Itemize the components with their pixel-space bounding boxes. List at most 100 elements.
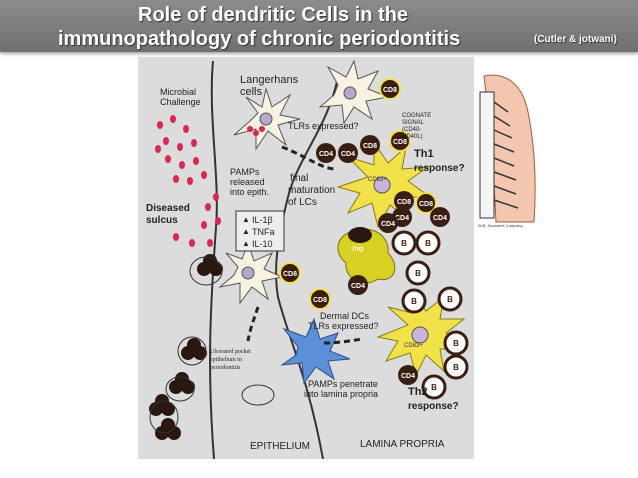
svg-text:CD8: CD8 <box>363 143 377 150</box>
il10-arrow: ▲ <box>242 239 250 248</box>
langerhans-cell-2 <box>318 59 390 125</box>
ulcerated-label-2: epithelium in <box>210 357 242 363</box>
ulcerated-label-1: Ulcerated pocket <box>210 349 251 355</box>
svg-text:B: B <box>431 383 437 392</box>
b-cell-8: B <box>421 374 447 400</box>
cognate-label-4: CD40L) <box>402 134 423 140</box>
svg-text:CD4: CD4 <box>341 151 355 158</box>
cd8-cell-3: CD8 <box>360 135 380 155</box>
epithelium-label: EPITHELIUM <box>250 441 310 452</box>
tlrs-label-1: TLRs expressed? <box>288 121 359 131</box>
svg-text:B: B <box>447 295 453 304</box>
sulcus-label: sulcus <box>146 215 178 226</box>
cd8-cell-1: CD8 <box>379 78 401 100</box>
cd8-cell-5: CD8 <box>415 192 437 214</box>
cd4-cell-7: CD4 <box>398 365 418 385</box>
macrophage-label: mφ <box>352 244 364 253</box>
lamina-propria-label: LAMINA PROPRIA <box>360 439 445 450</box>
cd4-cell-4: CD4 <box>378 213 398 233</box>
tnf-arrow: ▲ <box>242 227 250 236</box>
tlrs-label-2: TLRs expressed? <box>308 321 379 331</box>
migration-arrow-1 <box>281 145 335 171</box>
svg-text:B: B <box>411 297 417 306</box>
cd83-label-1: CD83+ <box>368 177 387 183</box>
svg-text:B: B <box>425 239 431 248</box>
cd4-cell-6: CD4 <box>348 275 368 295</box>
svg-text:CD4: CD4 <box>401 373 415 380</box>
svg-text:CD4: CD4 <box>395 215 409 222</box>
svg-text:CD8: CD8 <box>419 201 433 208</box>
svg-text:B: B <box>453 339 459 348</box>
svg-text:CD8: CD8 <box>283 271 297 278</box>
b-cell-5: B <box>437 286 463 312</box>
cd83-label-2: CD83+ <box>404 343 423 349</box>
th1-response-label: response? <box>414 163 465 174</box>
b-cells: B B B B B B B B <box>391 230 469 400</box>
b-cell-3: B <box>405 260 431 286</box>
migration-arrow-2 <box>246 306 260 342</box>
diagram-labels: Microbial Challenge Langerhans cells TLR… <box>146 74 465 452</box>
ulcerated-label-3: periodontitis <box>210 365 241 371</box>
b-cell-6: B <box>443 330 469 356</box>
gingiva-inset-illustration: W.B. Saunders Company <box>474 72 542 230</box>
final-label-3: of LCs <box>288 197 317 208</box>
cytokine-box <box>235 210 285 252</box>
inset-fibers <box>493 101 519 209</box>
dendritic-cell-diagram: CD83+ CD83+ mφ CD8 CD8 CD8 CD4 CD4 CD8 C… <box>138 57 474 459</box>
slide-title-line1: Role of dendritic Cells in the <box>138 4 409 26</box>
title-bar <box>0 0 638 52</box>
mature-dc-th2: CD83+ <box>376 289 468 377</box>
cd8-cell-4: CD8 <box>394 191 414 211</box>
il10-label: IL-10 <box>252 239 273 249</box>
pamps-penetrate-label-2: into lamina propria <box>304 389 378 399</box>
svg-text:CD8: CD8 <box>383 87 397 94</box>
cd4-cell-2: CD4 <box>338 143 358 163</box>
cognate-label-2: SIGNAL <box>402 120 425 126</box>
b-cell-2: B <box>415 230 441 256</box>
b-cell-7: B <box>443 354 469 380</box>
dermal-dcs-label: Dermal DCs <box>320 311 370 321</box>
svg-text:CD4: CD4 <box>351 283 365 290</box>
sulcus-boundary-line <box>209 60 218 459</box>
pamps-label-2: released <box>230 177 265 187</box>
th2-response-label: response? <box>408 401 459 412</box>
diseased-label: Diseased <box>146 203 190 214</box>
th1-label: Th1 <box>414 148 434 160</box>
cd4-cell-5: CD4 <box>430 207 450 227</box>
challenge-label: Challenge <box>160 97 201 107</box>
macrophage: mφ <box>337 227 396 284</box>
microbial-label: Microbial <box>160 87 196 97</box>
th2-label: Th2 <box>408 386 428 398</box>
tooth-surface <box>479 91 495 219</box>
svg-text:CD4: CD4 <box>381 221 395 228</box>
citation: (Cutler & jotwani) <box>534 34 617 45</box>
svg-text:CD4: CD4 <box>433 215 447 222</box>
inset-copyright: W.B. Saunders Company <box>478 223 523 228</box>
basement-membrane-line <box>275 76 339 459</box>
mature-dc-th1: CD83+ <box>336 141 432 229</box>
final-label-1: final <box>290 173 308 184</box>
cd8-cell-6: CD8 <box>279 262 301 284</box>
ulcerated-epithelium-outlines <box>149 256 275 434</box>
ulcerated-epithelial-cells <box>149 254 223 440</box>
il1-arrow: ▲ <box>242 215 250 224</box>
il1-label: IL-1β <box>252 215 273 225</box>
pamps-label-1: PAMPs <box>230 167 260 177</box>
svg-text:CD4: CD4 <box>319 151 333 158</box>
slide-title-line2: immunopathology of chronic periodontitis <box>58 28 461 50</box>
svg-text:CD8: CD8 <box>393 139 407 146</box>
cd8-cell-7: CD8 <box>309 288 331 310</box>
microbial-dots <box>155 115 221 247</box>
cells-label: cells <box>240 86 263 98</box>
svg-text:B: B <box>401 239 407 248</box>
final-label-2: maturation <box>288 185 335 196</box>
svg-text:B: B <box>415 269 421 278</box>
migration-arrow-3 <box>323 337 363 345</box>
b-cell-1: B <box>391 230 417 256</box>
svg-text:CD8: CD8 <box>397 199 411 206</box>
pamps-penetrate-label-1: PAMPs penetrate <box>308 379 378 389</box>
svg-text:CD8: CD8 <box>313 297 327 304</box>
b-cell-4: B <box>401 288 427 314</box>
langerhans-label: Langerhans <box>240 74 299 86</box>
langerhans-cell-1 <box>233 87 301 151</box>
